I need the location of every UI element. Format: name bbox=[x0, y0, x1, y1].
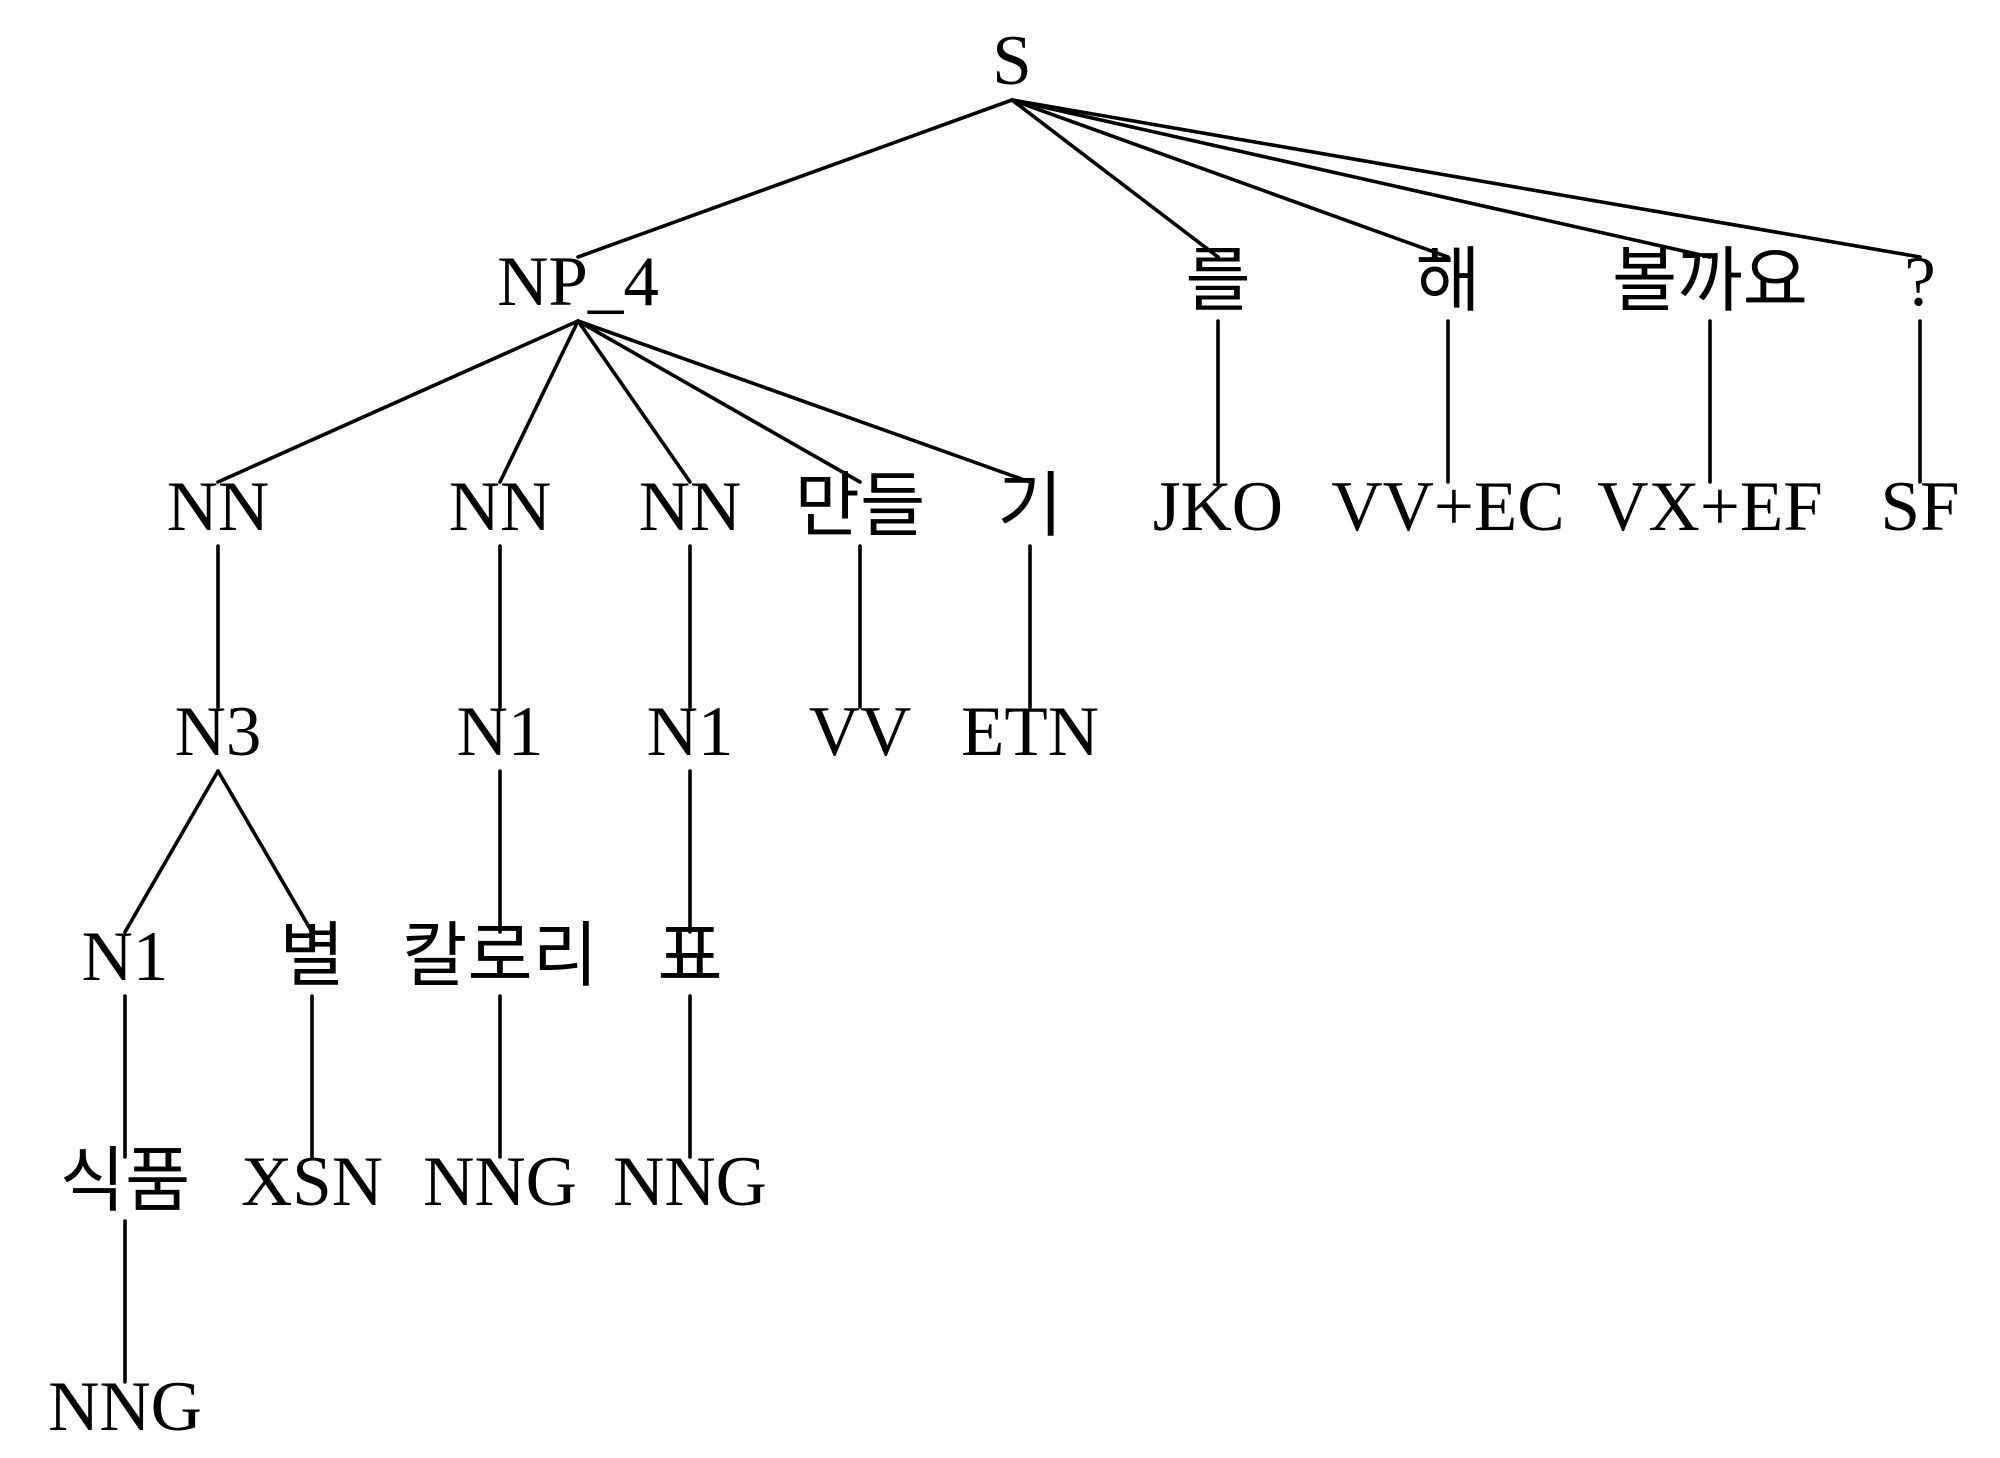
edge-s-qm bbox=[1010, 98, 1922, 259]
node-jko: JKO bbox=[1153, 468, 1283, 546]
node-etn: ETN bbox=[961, 693, 1099, 771]
node-vxef: VX+EF bbox=[1597, 468, 1822, 546]
node-nng1: NNG bbox=[48, 1368, 202, 1446]
node-sikpum: 식품 bbox=[60, 1143, 191, 1221]
node-nng3: NNG bbox=[613, 1143, 767, 1221]
edge-n3-n1c bbox=[123, 769, 220, 934]
edge-s-hae bbox=[1010, 98, 1450, 259]
node-s: S bbox=[992, 22, 1032, 100]
tree-edges bbox=[123, 98, 1922, 1384]
edge-np4-nn2 bbox=[498, 319, 580, 484]
node-n1b: N1 bbox=[647, 693, 734, 771]
node-gi: 기 bbox=[997, 468, 1062, 546]
node-n1a: N1 bbox=[457, 693, 544, 771]
node-mandeul: 만들 bbox=[795, 468, 926, 546]
node-bolkkayo: 볼까요 bbox=[1612, 243, 1808, 321]
edge-s-reul bbox=[1010, 98, 1220, 259]
node-hae: 해 bbox=[1415, 243, 1480, 321]
node-xsn: XSN bbox=[241, 1143, 383, 1221]
node-byeol: 별 bbox=[279, 918, 344, 996]
tree-labels: S NP_4 를 해 볼까요 ? NN NN NN 만들 기 JKO VV+EC… bbox=[48, 22, 1959, 1446]
node-kallori: 칼로리 bbox=[402, 918, 598, 996]
node-vv: VV bbox=[809, 693, 912, 771]
node-qm: ? bbox=[1904, 243, 1936, 321]
node-np4: NP_4 bbox=[497, 243, 659, 321]
edge-np4-mandeul bbox=[576, 319, 862, 484]
edge-n3-byeol bbox=[216, 769, 314, 934]
node-nn1: NN bbox=[167, 468, 270, 546]
edge-np4-gi bbox=[576, 319, 1032, 484]
node-sf: SF bbox=[1881, 468, 1960, 546]
edge-s-bolkkayo bbox=[1010, 98, 1712, 259]
edge-np4-nn1 bbox=[216, 319, 580, 484]
node-reul: 를 bbox=[1185, 243, 1250, 321]
node-nn2: NN bbox=[449, 468, 552, 546]
edge-s-np4 bbox=[576, 98, 1014, 259]
node-nn3: NN bbox=[639, 468, 742, 546]
node-n3: N3 bbox=[175, 693, 262, 771]
edge-np4-nn3 bbox=[576, 319, 692, 484]
node-n1c: N1 bbox=[82, 918, 169, 996]
node-pyo: 표 bbox=[657, 918, 722, 996]
node-nng2: NNG bbox=[423, 1143, 577, 1221]
node-vvec: VV+EC bbox=[1331, 468, 1564, 546]
